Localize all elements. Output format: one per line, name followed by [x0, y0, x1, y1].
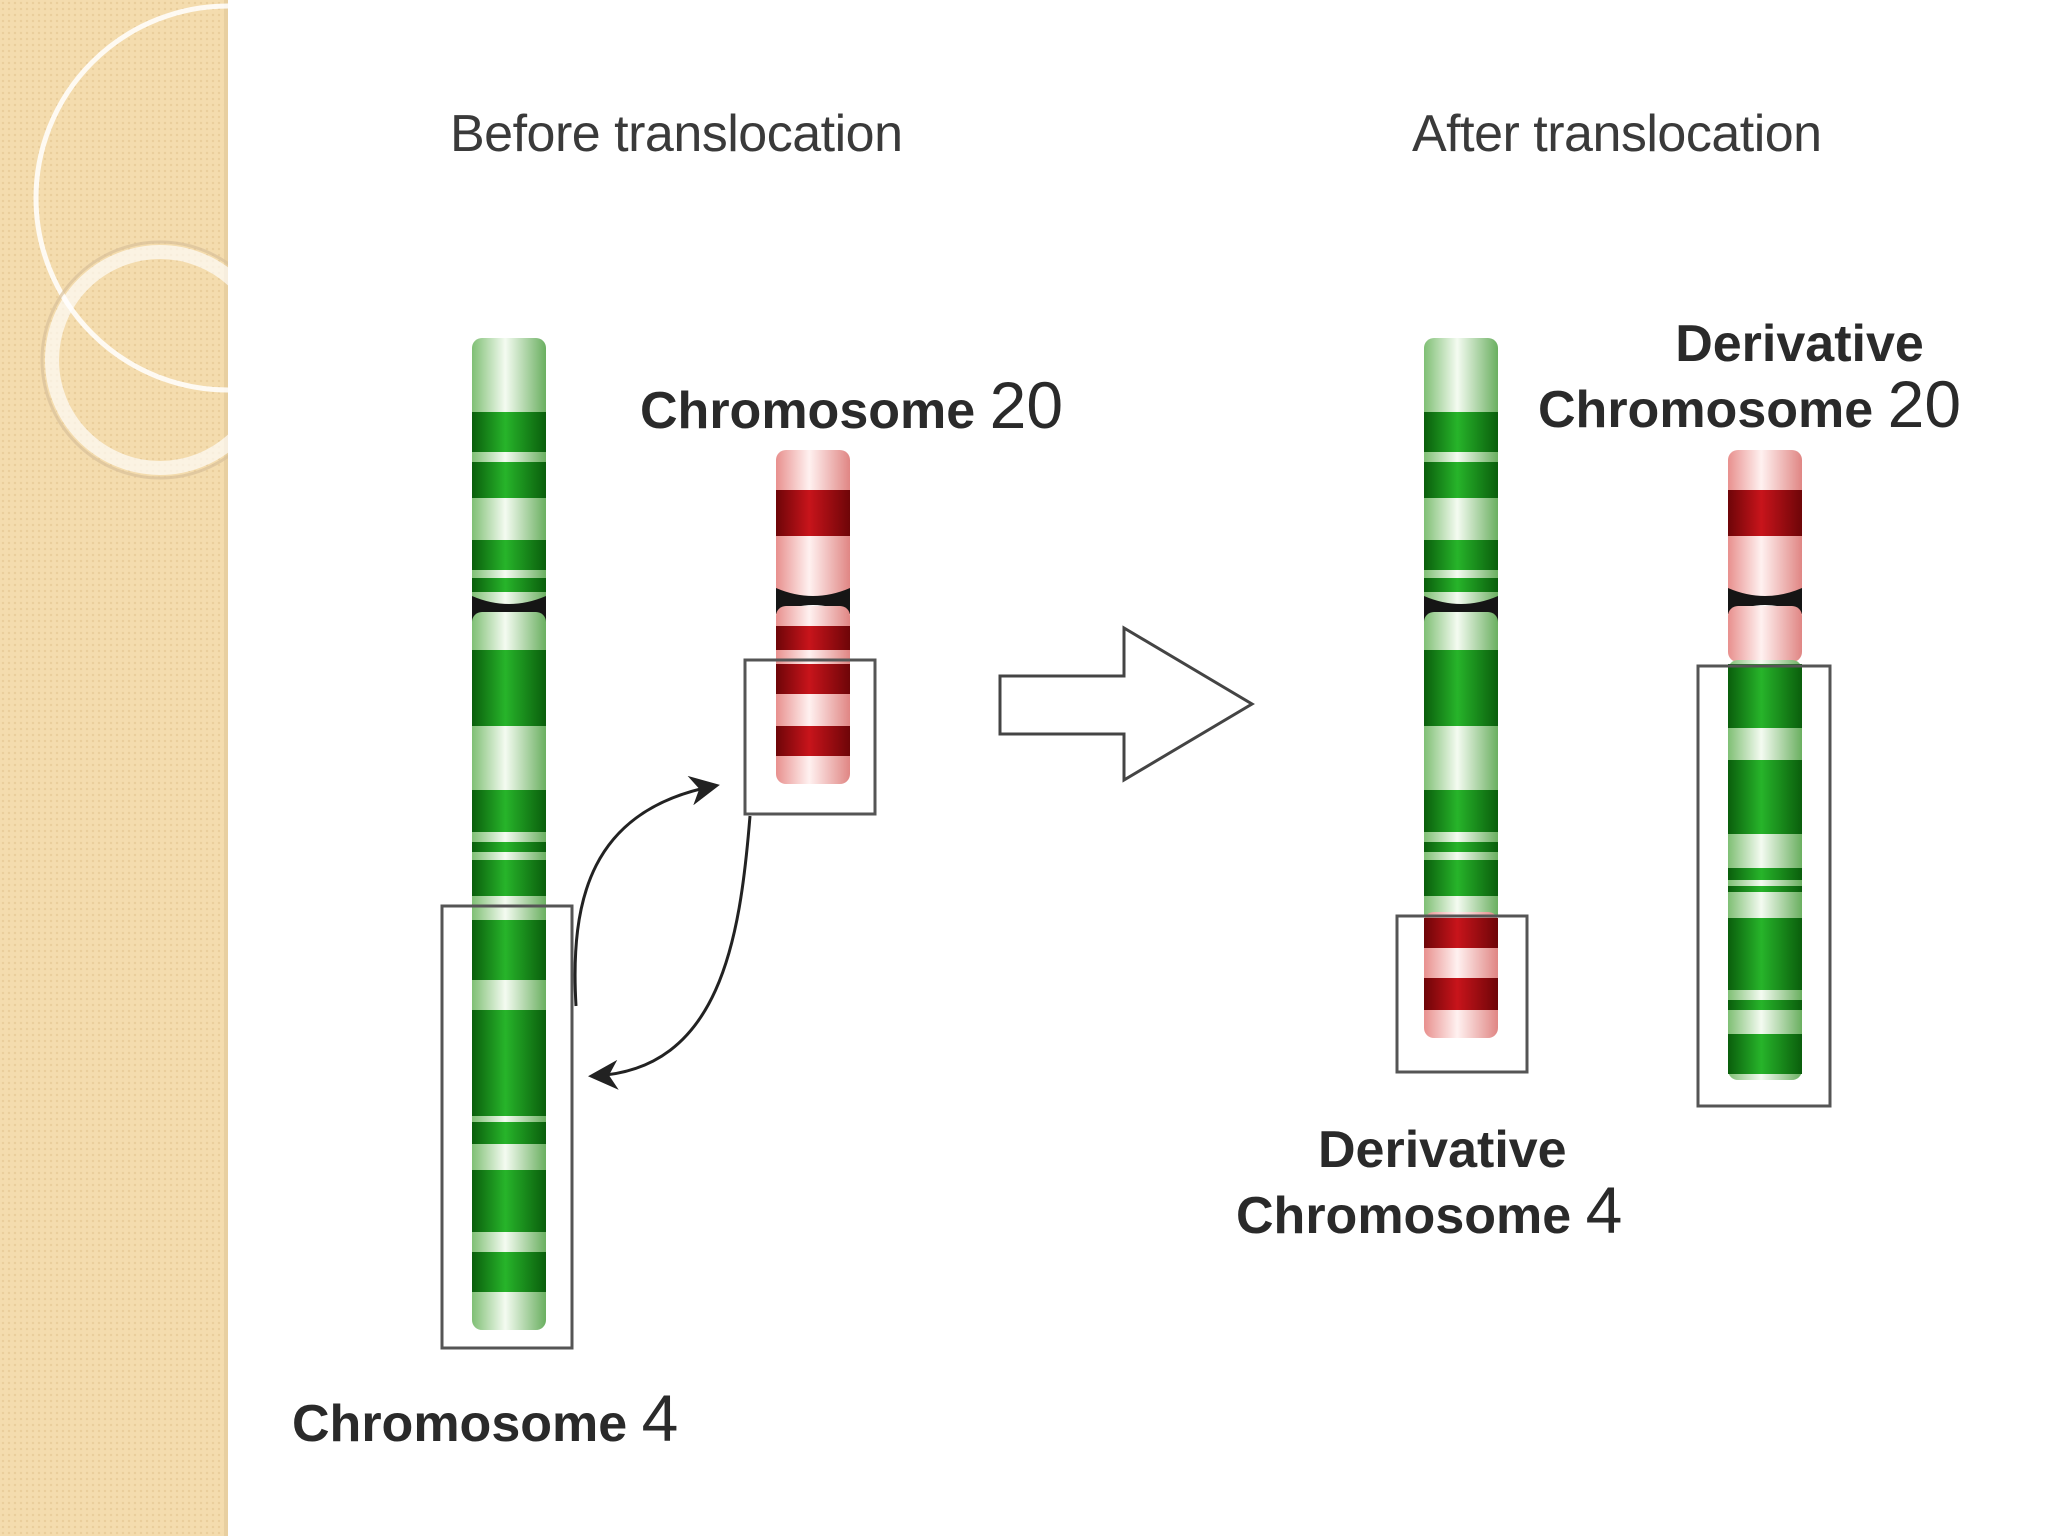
derivative-20-line2: Chromosome 20 — [1538, 370, 1961, 440]
ring-circle-small — [45, 245, 228, 475]
after-translocation-title: After translocation — [1412, 105, 1822, 163]
chromosome-4-label-number: 4 — [641, 1381, 679, 1455]
chromosome-20-label: Chromosome 20 — [640, 371, 1063, 440]
ring-arc-large — [33, 3, 228, 393]
chromosome-20 — [743, 450, 877, 816]
decorative-rings — [33, 3, 228, 480]
chromosome-20-label-text: Chromosome — [640, 382, 976, 440]
derivative-20-number: 20 — [1887, 367, 1962, 442]
ring-circle-small-outline — [40, 240, 228, 480]
before-translocation-title: Before translocation — [450, 105, 903, 163]
derivative-4-line1: Derivative — [1318, 1121, 1567, 1179]
hollow-right-arrow-icon — [998, 625, 1255, 783]
swap-icon — [573, 775, 752, 1090]
derivative-chromosome-4-label: Derivative Chromosome 4 — [1236, 1121, 1622, 1246]
derivative-4-text: Chromosome — [1236, 1187, 1572, 1246]
derivative-chromosome-4 — [1395, 338, 1529, 1074]
chromosome-4 — [440, 338, 574, 1350]
derivative-20-text: Chromosome — [1538, 381, 1874, 440]
derivative-chromosome-20 — [1696, 450, 1832, 1108]
derivative-chromosome-20-label: Derivative Chromosome 20 — [1538, 315, 1961, 440]
chromosome-4-label-text: Chromosome — [292, 1395, 628, 1453]
chromosome-20-label-number: 20 — [989, 368, 1064, 442]
derivative-4-line2: Chromosome 4 — [1236, 1176, 1622, 1246]
derivative-20-line1: Derivative — [1675, 315, 1924, 373]
derivative-4-number: 4 — [1585, 1173, 1623, 1248]
chromosome-4-label: Chromosome 4 — [292, 1384, 678, 1453]
side-panel-edge — [224, 0, 228, 1536]
